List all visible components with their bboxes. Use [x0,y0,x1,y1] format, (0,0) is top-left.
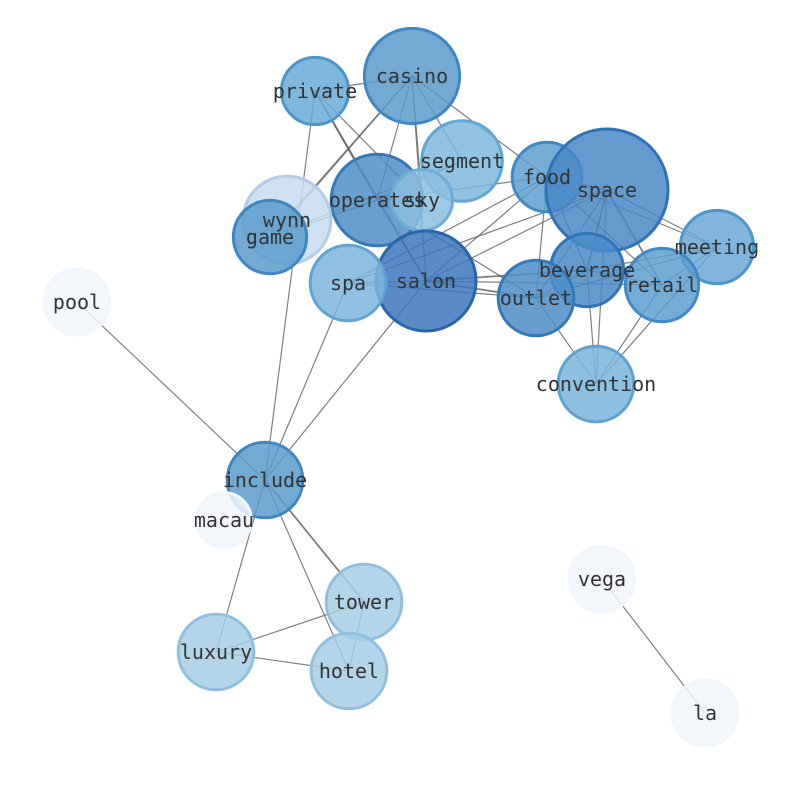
node-label-pool: pool [53,290,101,314]
node-retail[interactable] [623,246,701,324]
node-label-vega: vega [578,567,626,591]
node-label-beverage: beverage [539,258,635,282]
node-vega[interactable] [567,544,637,614]
node-label-operates: operates [329,188,425,212]
node-spa[interactable] [308,243,388,323]
node-label-hotel: hotel [319,659,379,683]
node-label-convention: convention [536,372,656,396]
node-label-food: food [523,165,571,189]
node-meeting[interactable] [678,208,756,286]
node-la[interactable] [670,678,740,748]
node-label-sky: sky [404,188,440,212]
node-label-outlet: outlet [500,286,572,310]
node-label-tower: tower [334,590,394,614]
node-game[interactable] [231,198,309,276]
node-include[interactable] [225,440,305,520]
node-private[interactable] [279,55,351,127]
node-label-wynn: wynn [263,208,311,232]
node-casino[interactable] [362,26,462,126]
node-convention[interactable] [556,344,636,424]
node-label-spa: spa [330,271,366,295]
edge-pool-include [76,301,266,481]
node-label-space: space [577,178,637,202]
node-label-la: la [693,701,717,725]
node-label-casino: casino [376,64,448,88]
node-label-salon: salon [396,269,456,293]
node-label-private: private [273,79,357,103]
edge-private-include [264,90,316,481]
node-macau[interactable] [195,491,253,549]
node-luxury[interactable] [176,612,256,692]
node-label-include: include [223,468,307,492]
node-outlet[interactable] [496,258,576,338]
node-label-segment: segment [420,149,504,173]
node-hotel[interactable] [309,631,389,711]
node-label-meeting: meeting [675,235,759,259]
node-label-macau: macau [194,508,254,532]
node-label-luxury: luxury [180,640,252,664]
node-label-retail: retail [626,273,698,297]
node-pool[interactable] [42,267,112,337]
node-label-game: game [246,225,294,249]
node-layer [42,26,756,748]
